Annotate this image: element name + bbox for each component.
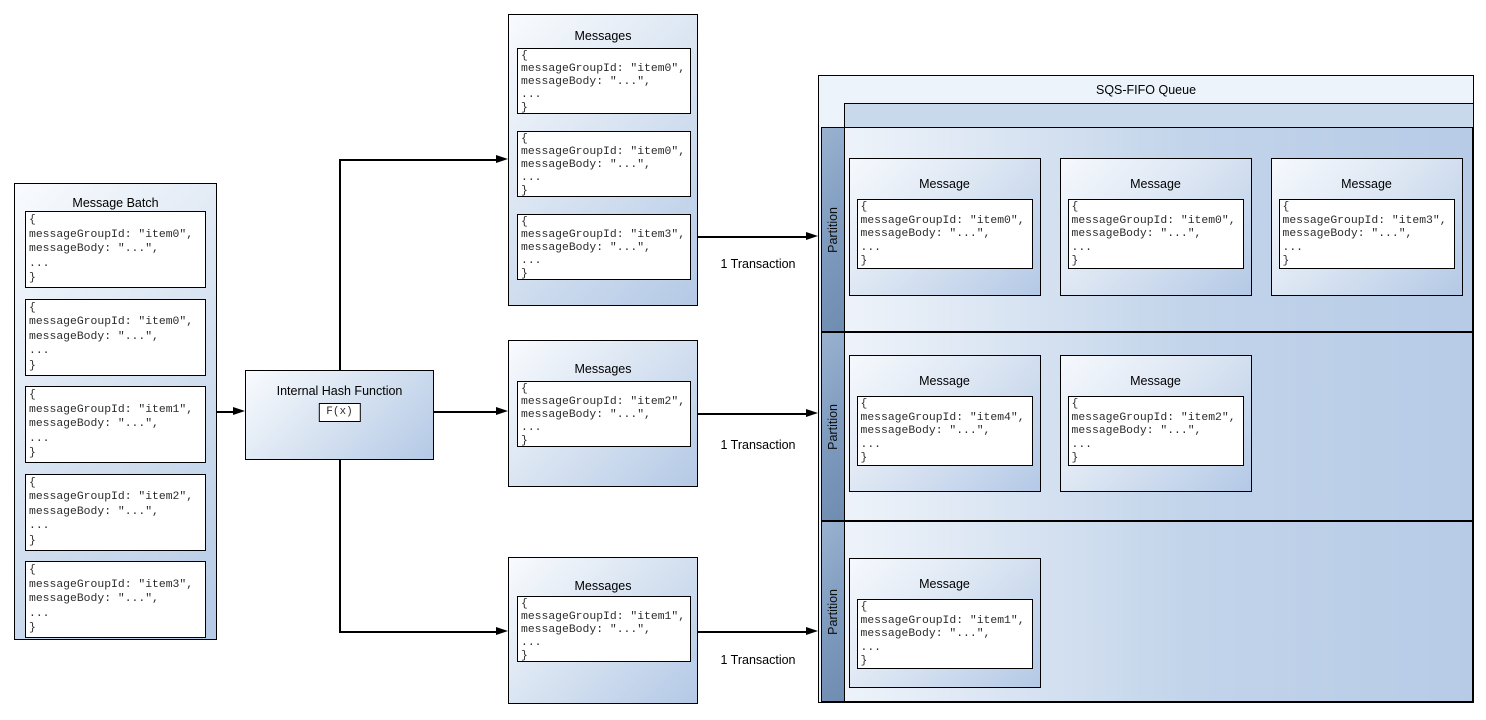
batch-json-card: { messageGroupId: "item0", messageBody: … <box>25 298 206 376</box>
messages-json-card: { messageGroupId: "item2", messageBody: … <box>517 381 691 447</box>
queue-json-card: { messageGroupId: "item0", messageBody: … <box>1067 199 1244 269</box>
queue-message-title: Message <box>1130 374 1181 388</box>
queue-message-title: Message <box>1341 177 1392 191</box>
queue-json-card: { messageGroupId: "item3", messageBody: … <box>1278 199 1455 269</box>
arrow-hash-to-messages3-line <box>339 631 496 633</box>
queue-json-card: { messageGroupId: "item4", messageBody: … <box>856 396 1033 466</box>
arrow-messages1-to-queue-line <box>698 236 806 238</box>
batch-json-card: { messageGroupId: "item1", messageBody: … <box>25 386 206 464</box>
message-batch-title: Message Batch <box>72 196 159 210</box>
partition-content: Message { messageGroupId: "item4", messag… <box>844 332 1473 521</box>
arrow-messages3-to-queue-head <box>806 627 818 635</box>
messages-title: Messages <box>574 362 632 376</box>
transaction-label-3: 1 Transaction <box>720 653 796 667</box>
arrow-hash-to-messages3-head <box>496 627 508 635</box>
arrow-batch-to-hash-line <box>217 411 234 413</box>
message-batch-box: Message Batch { messageGroupId: "item0",… <box>14 183 217 640</box>
partition-strip: Partition <box>821 521 845 702</box>
partition-content: Message { messageGroupId: "item1", messag… <box>844 521 1473 702</box>
partition-label: Partition <box>825 403 840 450</box>
batch-json-card: { messageGroupId: "item2", messageBody: … <box>25 473 206 551</box>
arrow-hash-to-messages1-head <box>496 155 508 163</box>
messages-title: Messages <box>574 29 632 43</box>
arrow-messages2-to-queue-line <box>698 413 806 415</box>
batch-json-card: { messageGroupId: "item3", messageBody: … <box>25 561 206 639</box>
arrow-hash-to-messages3-vline <box>339 460 341 633</box>
sqs-fifo-queue: SQS-FIFO Queue Partition Message { messag… <box>818 75 1474 703</box>
queue-message-box: Message { messageGroupId: "item2", messag… <box>1059 355 1252 492</box>
arrow-batch-to-hash-head <box>233 407 245 415</box>
queue-message-title: Message <box>1130 177 1181 191</box>
queue-message-title: Message <box>919 577 970 591</box>
messages-box-2: Messages { messageGroupId: "item2", mess… <box>508 340 698 487</box>
hash-function-box: Internal Hash Function F(x) <box>245 370 434 460</box>
messages-box-3: Messages { messageGroupId: "item1", mess… <box>508 557 698 704</box>
partition-label: Partition <box>825 588 840 635</box>
batch-json-card: { messageGroupId: "item0", messageBody: … <box>25 211 206 288</box>
arrow-hash-to-messages2-line <box>434 411 496 413</box>
partition-strip: Partition <box>821 332 845 521</box>
partition-content: Message { messageGroupId: "item0", messag… <box>844 127 1473 332</box>
messages-json-card: { messageGroupId: "item0", messageBody: … <box>517 131 691 197</box>
queue-message-box: Message { messageGroupId: "item4", messag… <box>848 355 1041 492</box>
queue-json-card: { messageGroupId: "item2", messageBody: … <box>1067 396 1244 466</box>
queue-json-card: { messageGroupId: "item1", messageBody: … <box>856 599 1033 669</box>
transaction-label-2: 1 Transaction <box>720 438 796 452</box>
arrow-hash-to-messages1-vline <box>339 159 341 371</box>
arrow-messages3-to-queue-line <box>698 631 806 633</box>
messages-title: Messages <box>574 579 632 593</box>
arrow-messages2-to-queue-head <box>806 409 818 417</box>
queue-message-box: Message { messageGroupId: "item3", messag… <box>1270 158 1463 296</box>
arrow-hash-to-messages1-line <box>339 159 496 161</box>
partition-strip: Partition <box>821 127 845 332</box>
hash-formula: F(x) <box>318 403 361 422</box>
messages-box-1: Messages { messageGroupId: "item0", mess… <box>508 14 698 306</box>
partition-row-2: Partition Message { messageGroupId: "item… <box>821 332 1473 521</box>
arrow-messages1-to-queue-head <box>806 232 818 240</box>
arrow-hash-to-messages2-head <box>496 407 508 415</box>
partition-row-1: Partition Message { messageGroupId: "item… <box>821 127 1473 332</box>
partition-row-3: Partition Message { messageGroupId: "item… <box>821 521 1473 702</box>
sqs-queue-title: SQS-FIFO Queue <box>1095 83 1197 97</box>
messages-json-card: { messageGroupId: "item1", messageBody: … <box>517 596 691 662</box>
queue-message-box: Message { messageGroupId: "item0", messag… <box>1059 158 1252 296</box>
queue-message-title: Message <box>919 374 970 388</box>
messages-json-card: { messageGroupId: "item3", messageBody: … <box>517 214 691 280</box>
hash-function-title: Internal Hash Function <box>276 384 403 398</box>
partition-label: Partition <box>825 206 840 253</box>
transaction-label-1: 1 Transaction <box>720 257 796 271</box>
messages-json-card: { messageGroupId: "item0", messageBody: … <box>517 48 691 114</box>
queue-message-box: Message { messageGroupId: "item0", messag… <box>848 158 1041 296</box>
queue-message-box: Message { messageGroupId: "item1", messag… <box>848 558 1041 688</box>
queue-json-card: { messageGroupId: "item0", messageBody: … <box>856 199 1033 269</box>
queue-message-title: Message <box>919 177 970 191</box>
